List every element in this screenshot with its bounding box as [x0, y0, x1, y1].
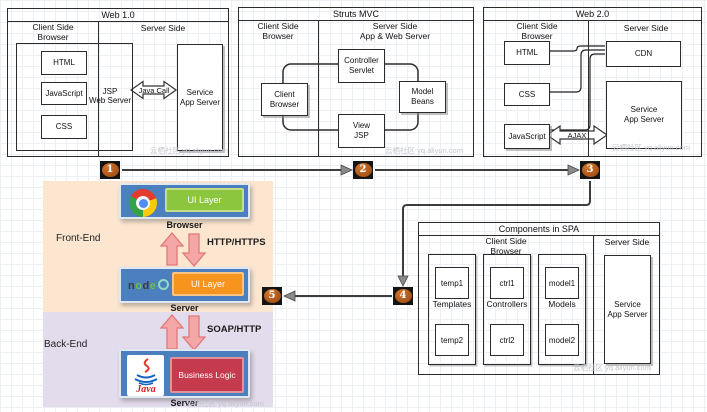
chrome-logo-icon: [129, 189, 157, 217]
panel-spa: Components in SPA Client Side Browser Se…: [418, 222, 660, 375]
spa-templates-group: temp1 Templates temp2: [428, 254, 476, 365]
web10-server-header: Server Side: [140, 23, 186, 33]
spa-templates-label: Templates: [432, 299, 472, 309]
panel-web10: Web 1.0 Client Side Browser Server Side …: [7, 8, 229, 157]
java-logo-card: Java: [127, 355, 164, 396]
browser-container: UI Layer: [119, 183, 250, 219]
browser-ui-layer-box: UI Layer: [165, 188, 244, 212]
web20-title: Web 2.0: [484, 8, 701, 21]
spa-temp1-box: temp1: [435, 267, 469, 299]
watermark: 云栖社区 yq.aliyun.com: [150, 146, 228, 155]
nodejs-wordmark: node: [128, 280, 157, 292]
soap-http-label: SOAP/HTTP: [207, 324, 262, 335]
http-https-label: HTTP/HTTPS: [207, 237, 266, 248]
struts-controller-servlet-box: Controller Servlet: [338, 49, 385, 83]
java-server-container: Java Business Logic: [119, 349, 250, 398]
web10-jsp-web-server-label: JSP Web Server: [89, 87, 132, 105]
nodejs-badge-icon: [158, 278, 170, 290]
struts-client-header: Client Side Browser: [257, 21, 299, 42]
web10-title: Web 1.0: [8, 9, 228, 22]
nodejs-logo: node: [128, 278, 170, 292]
web20-javascript-box: JavaScript: [504, 124, 550, 149]
web10-html-box: HTML: [41, 51, 87, 75]
web20-cdn-box: CDN: [606, 41, 681, 67]
web10-css-box: CSS: [41, 115, 87, 139]
struts-title: Struts MVC: [239, 8, 473, 21]
spa-temp2-box: temp2: [435, 324, 469, 356]
java-logo-icon: Java: [134, 357, 157, 394]
web20-client-header: Client Side Browser: [516, 21, 558, 42]
struts-client-browser-box: Client Browser: [261, 83, 308, 116]
spa-server-header: Server Side: [604, 237, 650, 247]
java-server-caption: Server: [170, 398, 199, 408]
web10-client-server-divider: [98, 22, 99, 156]
spa-client-server-divider: [593, 236, 594, 374]
watermark: 云栖社区 yq.aliyun.com: [573, 363, 651, 372]
back-end-label: Back-End: [44, 339, 88, 350]
web20-service-app-server-box: Service App Server: [606, 81, 682, 149]
spa-title: Components in SPA: [419, 223, 659, 236]
node-ui-layer-box: UI Layer: [172, 272, 244, 296]
front-end-label: Front-End: [56, 233, 101, 244]
node-server-caption: Server: [170, 303, 199, 313]
web20-html-box: HTML: [504, 41, 550, 65]
watermark: 云栖社区 yq.aliyun.com: [186, 399, 264, 408]
step-badge-1: 1: [100, 161, 120, 179]
struts-view-jsp-box: View JSP: [338, 114, 385, 148]
spa-service-app-server-box: Service App Server: [604, 255, 651, 364]
panel-struts: Struts MVC Client Side Browser Server Si…: [238, 7, 474, 157]
struts-model-beans-box: Model Beans: [399, 81, 446, 113]
spa-controllers-group: ctrl1 Controllers ctrl2: [483, 254, 531, 365]
spa-ctrl2-box: ctrl2: [490, 324, 524, 356]
spa-models-label: Models: [548, 299, 576, 309]
web10-client-header: Client Side Browser: [32, 22, 74, 43]
step-badge-5: 5: [262, 287, 282, 305]
watermark: 云栖社区 yq.aliyun.com: [385, 146, 463, 155]
business-logic-box: Business Logic: [170, 357, 244, 393]
ajax-label: AJAX: [567, 131, 587, 140]
struts-client-server-divider: [318, 21, 319, 156]
java-call-label: Java Call: [138, 86, 170, 95]
spa-controllers-label: Controllers: [486, 299, 528, 309]
spa-model1-box: model1: [545, 267, 579, 299]
spa-client-header: Client Side Browser: [485, 236, 527, 257]
spa-models-group: model1 Models model2: [538, 254, 586, 365]
step-badge-4: 4: [393, 287, 413, 305]
step-badge-3: 3: [580, 161, 600, 179]
watermark: 云栖社区 yq.aliyun.com: [612, 143, 690, 152]
web20-server-header: Server Side: [623, 23, 669, 33]
spa-model2-box: model2: [545, 324, 579, 356]
browser-caption: Browser: [166, 220, 203, 230]
java-wordmark: Java: [135, 384, 155, 394]
node-server-container: node UI Layer: [119, 267, 250, 303]
step-badge-2: 2: [353, 161, 373, 179]
web10-javascript-box: JavaScript: [41, 82, 87, 105]
spa-ctrl1-box: ctrl1: [490, 267, 524, 299]
struts-server-header: Server Side App & Web Server: [359, 21, 431, 42]
web10-service-app-server-box: Service App Server: [177, 44, 223, 151]
web20-css-box: CSS: [504, 83, 550, 106]
